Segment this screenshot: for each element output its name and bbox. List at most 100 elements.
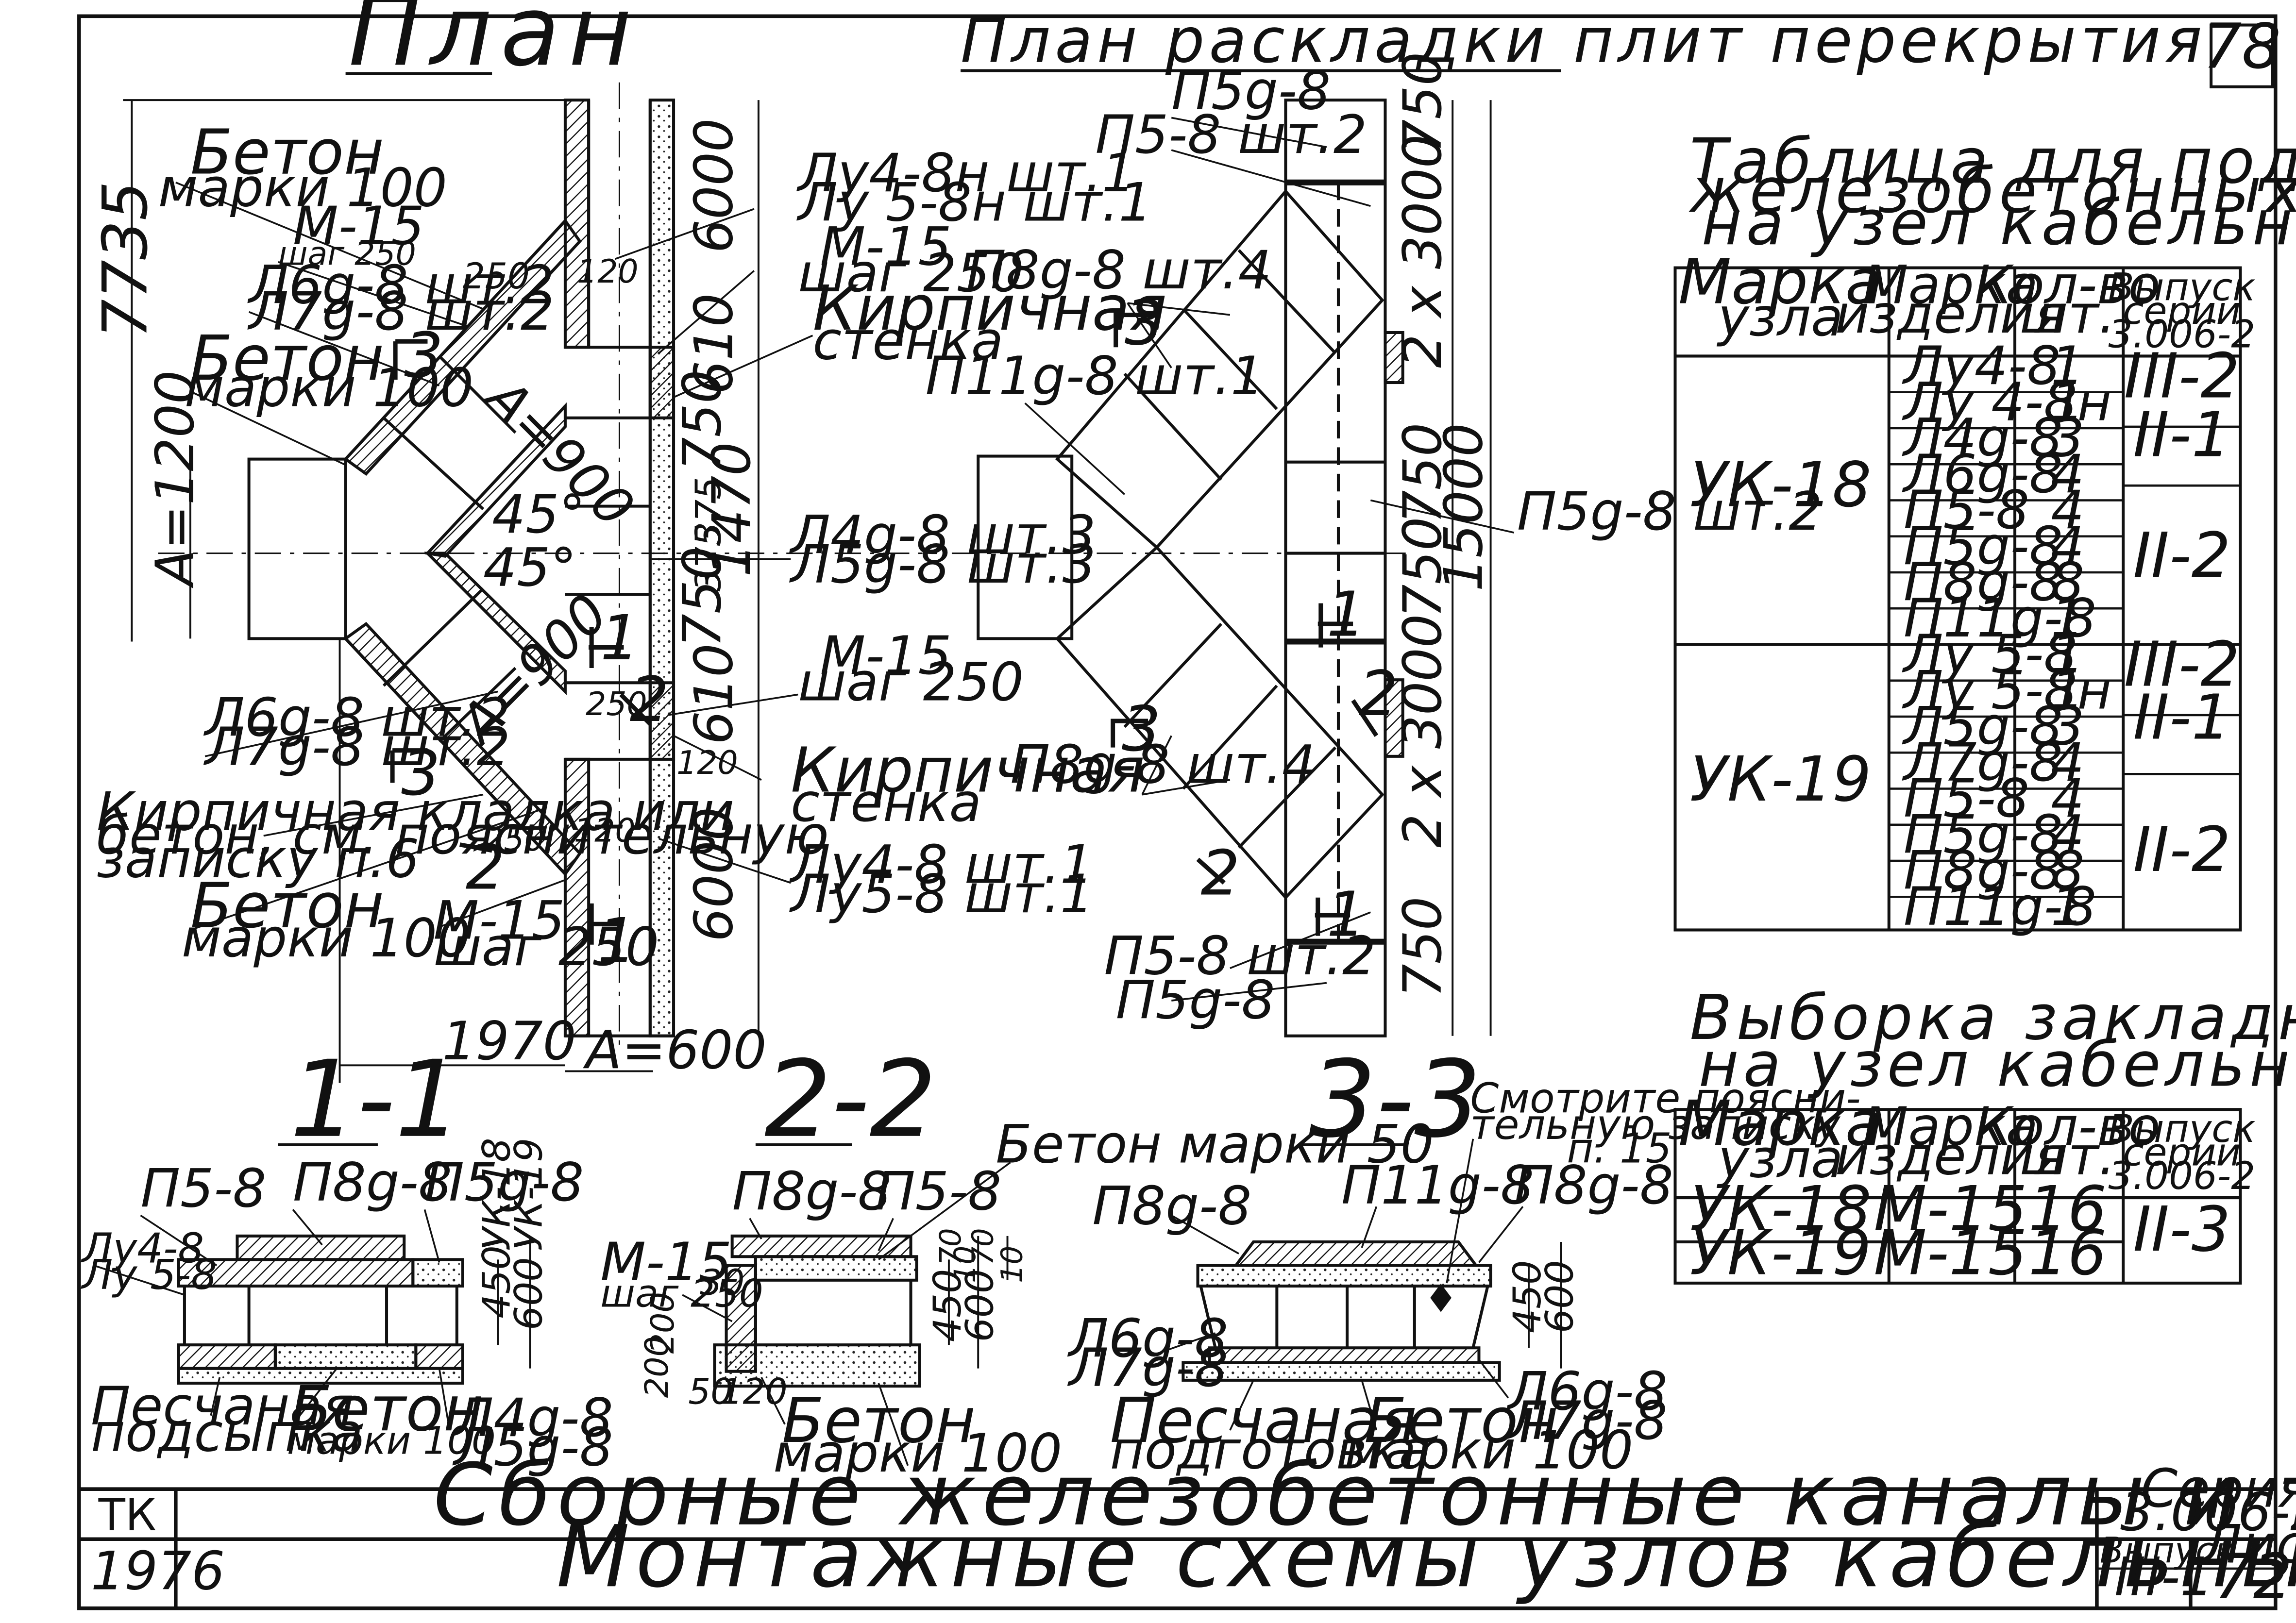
slab-dim-2x3000-b: 2 x 3000 [1392, 614, 1453, 848]
label-shag-bottom: шаг 250 [434, 916, 659, 978]
tb-year: 1976 [91, 1540, 225, 1602]
table1-frame [1673, 266, 2242, 932]
label-m15-mid: М-15 [820, 625, 952, 686]
table1-vyp-uk19-3: II-2 [2133, 814, 2230, 886]
sheet-number-box [2210, 23, 2274, 88]
sheet-frame [77, 14, 2278, 1610]
slab-label-p5-2-top: П5-8 шт.2 [1095, 104, 1367, 166]
section-1-1: 1-1 П5-8 П8g-8 П5g-8 Лу4-8 [81, 1038, 613, 1478]
table1-item-cell: Л6g-8 [1902, 443, 2063, 505]
s3-l6g: Л6g-8 [1067, 1307, 1228, 1369]
s2-heading: 2-2 [764, 1038, 937, 1161]
slab-plan-text: План раскладки плит перекрытия П5g-8 П5-… [926, 4, 2206, 1031]
table2-r2-qty: 16 [2028, 1217, 2107, 1288]
dim-120-mid: 120 [676, 744, 738, 782]
s2-p8g: П8g-8 [732, 1160, 892, 1222]
table1-qty-cell: 4 [2051, 732, 2084, 793]
slab-plan-heading: План раскладки плит перекрытия [961, 4, 2206, 76]
s3-beton: Бетон [1365, 1385, 1558, 1456]
dim-7735: 7735 [89, 181, 161, 338]
section-marker-1-mid [589, 627, 624, 668]
s3-p8g-right: П8g-8 [1514, 1155, 1673, 1216]
s3-marki: марки 100 [1344, 1420, 1633, 1481]
label-lu48n: Лу4-8н шт.1 [796, 142, 1135, 204]
dim-1970: 1970 [442, 1010, 576, 1072]
table1-header-vyp-2: серии [2123, 288, 2241, 333]
label-lu58: Лу5-8 шт.1 [789, 863, 1094, 925]
s3-base [1182, 1361, 1501, 1382]
table1-vyp-uk18-1: III-2 [2124, 340, 2240, 412]
table1-qty-cell: 1 [2051, 876, 2084, 937]
dim-120-bottom: 120 [574, 811, 636, 849]
s2-base [713, 1343, 921, 1388]
dim-1470: 1470 [701, 442, 762, 577]
table1-qty-cell: 1 [2051, 335, 2084, 397]
s2-d70b: 70 [966, 1228, 1000, 1265]
s1-sand-1: Песчаная [91, 1375, 354, 1437]
s2-d450: 450 [925, 1269, 970, 1342]
s1-uk19: УК-19 [506, 1138, 551, 1251]
label-marki-top: марки 100 [158, 157, 447, 218]
label-lu58n: Лу 5-8н шт.1 [796, 171, 1152, 233]
label-m15-bottom: М-15 [434, 889, 565, 951]
table2-r2-node: УК-19 [1690, 1217, 1872, 1288]
dim-a600: А=600 [583, 1019, 766, 1081]
title-block [79, 1487, 2276, 1608]
tb-line1: Сборные железобетонные каналы и тоннели … [434, 1446, 2296, 1545]
section-1-bottom: 1 [597, 905, 637, 977]
table2-header-node-1: Марка [1678, 1088, 1883, 1159]
table1-header-qty-2: шт. [2020, 284, 2115, 345]
label-beton-top: Бетон [190, 116, 384, 188]
slab-label-p8g-top: П8g-8 шт.4 [966, 239, 1271, 301]
table1-qty-cell: 8 [2051, 839, 2084, 901]
table1-header-vyp-3: 3.006-2 [2109, 312, 2256, 356]
s3-marker [1430, 1283, 1452, 1312]
slab-section-2-bottom-label: 2 [1201, 837, 1240, 909]
s1-l4g: Л4g-8 [452, 1387, 613, 1449]
label-marki-bottom: марки 100 [182, 907, 471, 969]
plan-brick-wall-top [648, 346, 675, 419]
label-lu48: Лу4-8 шт.1 [789, 834, 1094, 895]
dim-250-mid: 250 [586, 685, 647, 723]
table2-header-vyp-3: 3.006-2 [2109, 1154, 2256, 1198]
tb-list-label: Лист [2200, 1513, 2296, 1575]
s1-base [273, 1343, 418, 1370]
slab-tab-bottom [1384, 678, 1404, 758]
table1-item-cell: П5g-8 [1904, 515, 2063, 577]
s1-marki: марки 100 [287, 1418, 496, 1463]
label-m15-top: М-15 [293, 195, 424, 257]
dim-750-b: 750 [672, 546, 733, 647]
s1-lu58: Лу 5-8 [81, 1251, 217, 1299]
section-3-3: 3-3 Смотрите поясни- тельную записку [1067, 1038, 1861, 1481]
s1-base-right [414, 1343, 464, 1370]
slab-label-p5-2-bottom: П5-8 шт.2 [1104, 925, 1376, 987]
section-marker-3-bottom [390, 748, 428, 783]
tb-line2: Монтажные схемы узлов кабельных каналов … [557, 1507, 2296, 1607]
s3-l7g: Л7g-8 [1067, 1337, 1228, 1399]
slab-dim-2x3000-a: 2 x 3000 [1392, 134, 1453, 368]
s3-l7g-right: Л7g-8 [1506, 1390, 1668, 1452]
s2-d50: 50 [688, 1372, 733, 1412]
slab-plan-view [951, 99, 1515, 1037]
s2-slab [754, 1255, 918, 1282]
table1-item-cell: П8g-8 [1904, 551, 2063, 613]
table2-r1-item: М-15 [1874, 1172, 2027, 1244]
dim-750-a: 750 [672, 370, 733, 471]
label-l7g-bottom: Л7g-8 шт.2 [203, 716, 510, 778]
section-marker-2-bottom [459, 842, 492, 853]
slab-diagonal-lower [1055, 545, 1384, 900]
table1-item-cell: П5-8 [1904, 768, 2029, 829]
dim-610-bottom: 610 [683, 643, 745, 744]
s1-heading: 1-1 [290, 1038, 462, 1161]
table2-header-qty-1: Кол-во [1975, 1096, 2160, 1157]
table1-header-node-2: узла [1717, 286, 1843, 348]
plan-branch-channel [247, 457, 347, 640]
slab-dim-750-c: 750 [1392, 517, 1453, 618]
dim-6000-top: 6000 [683, 118, 745, 253]
table1-item-cell: Л5g-8 [1902, 695, 2063, 757]
slab-section-3-bottom-label: 3 [1122, 693, 1161, 765]
table1-node-uk19: УК-19 [1690, 743, 1872, 815]
table1-qty-cell: 1 [2051, 659, 2084, 721]
table2-header-qty-2: шт. [2020, 1125, 2115, 1187]
